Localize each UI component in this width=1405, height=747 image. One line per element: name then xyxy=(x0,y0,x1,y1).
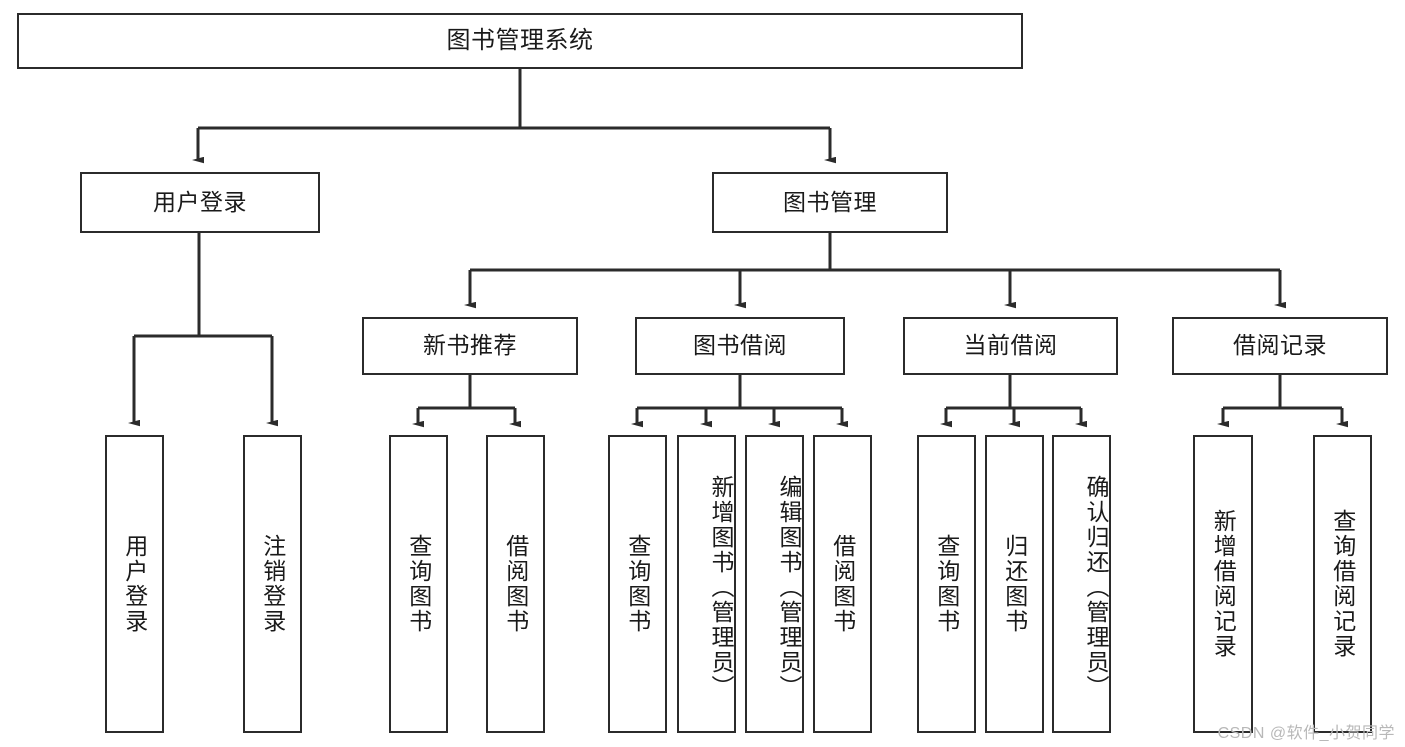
node-user-login[interactable]: 用户登录 xyxy=(80,172,320,233)
leaf-user-login[interactable]: 用户登录 xyxy=(105,435,164,733)
node-label: 图书管理系统 xyxy=(446,26,594,54)
node-label: 新增借阅记录 xyxy=(1210,509,1237,659)
csdn-watermark: CSDN @软件_小贺同学 xyxy=(1217,725,1395,742)
node-label: 新增图书（管理员） xyxy=(708,474,734,700)
node-label: 查询图书 xyxy=(624,534,651,634)
node-label: 图书管理 xyxy=(783,188,877,215)
node-label: 注销登录 xyxy=(259,534,286,634)
node-label: 查询图书 xyxy=(933,534,960,634)
node-label: 编辑图书（管理员） xyxy=(776,474,802,700)
leaf-confirm-return-admin[interactable]: 确认归还（管理员） xyxy=(1052,435,1111,733)
leaf-logout[interactable]: 注销登录 xyxy=(243,435,302,733)
leaf-query-book-current[interactable]: 查询图书 xyxy=(917,435,976,733)
node-borrow-record[interactable]: 借阅记录 xyxy=(1172,317,1388,375)
leaf-borrow-book[interactable]: 借阅图书 xyxy=(813,435,872,733)
leaf-edit-book-admin[interactable]: 编辑图书（管理员） xyxy=(745,435,804,733)
leaf-return-book[interactable]: 归还图书 xyxy=(985,435,1044,733)
node-label: 新书推荐 xyxy=(423,332,517,359)
leaf-query-book-borrow[interactable]: 查询图书 xyxy=(608,435,667,733)
node-label: 用户登录 xyxy=(153,188,247,215)
node-label: 当前借阅 xyxy=(963,332,1058,359)
node-label: 用户登录 xyxy=(121,534,148,634)
node-current-borrow[interactable]: 当前借阅 xyxy=(903,317,1118,375)
node-label: 图书借阅 xyxy=(693,332,787,359)
node-label: 查询借阅记录 xyxy=(1329,509,1356,659)
leaf-add-book-admin[interactable]: 新增图书（管理员） xyxy=(677,435,736,733)
node-label: 借阅图书 xyxy=(829,534,856,634)
leaf-query-book-recommend[interactable]: 查询图书 xyxy=(389,435,448,733)
node-label: 确认归还（管理员） xyxy=(1083,474,1109,700)
leaf-add-borrow-record[interactable]: 新增借阅记录 xyxy=(1193,435,1253,733)
node-label: 归还图书 xyxy=(1001,534,1028,634)
node-label: 借阅图书 xyxy=(502,534,529,634)
node-book-management[interactable]: 图书管理 xyxy=(712,172,948,233)
node-book-borrow[interactable]: 图书借阅 xyxy=(635,317,845,375)
node-label: 查询图书 xyxy=(405,534,432,634)
leaf-query-borrow-record[interactable]: 查询借阅记录 xyxy=(1313,435,1372,733)
node-new-book-recommend[interactable]: 新书推荐 xyxy=(362,317,578,375)
node-root-system[interactable]: 图书管理系统 xyxy=(17,13,1023,69)
leaf-borrow-book-recommend[interactable]: 借阅图书 xyxy=(486,435,545,733)
node-label: 借阅记录 xyxy=(1233,332,1327,359)
